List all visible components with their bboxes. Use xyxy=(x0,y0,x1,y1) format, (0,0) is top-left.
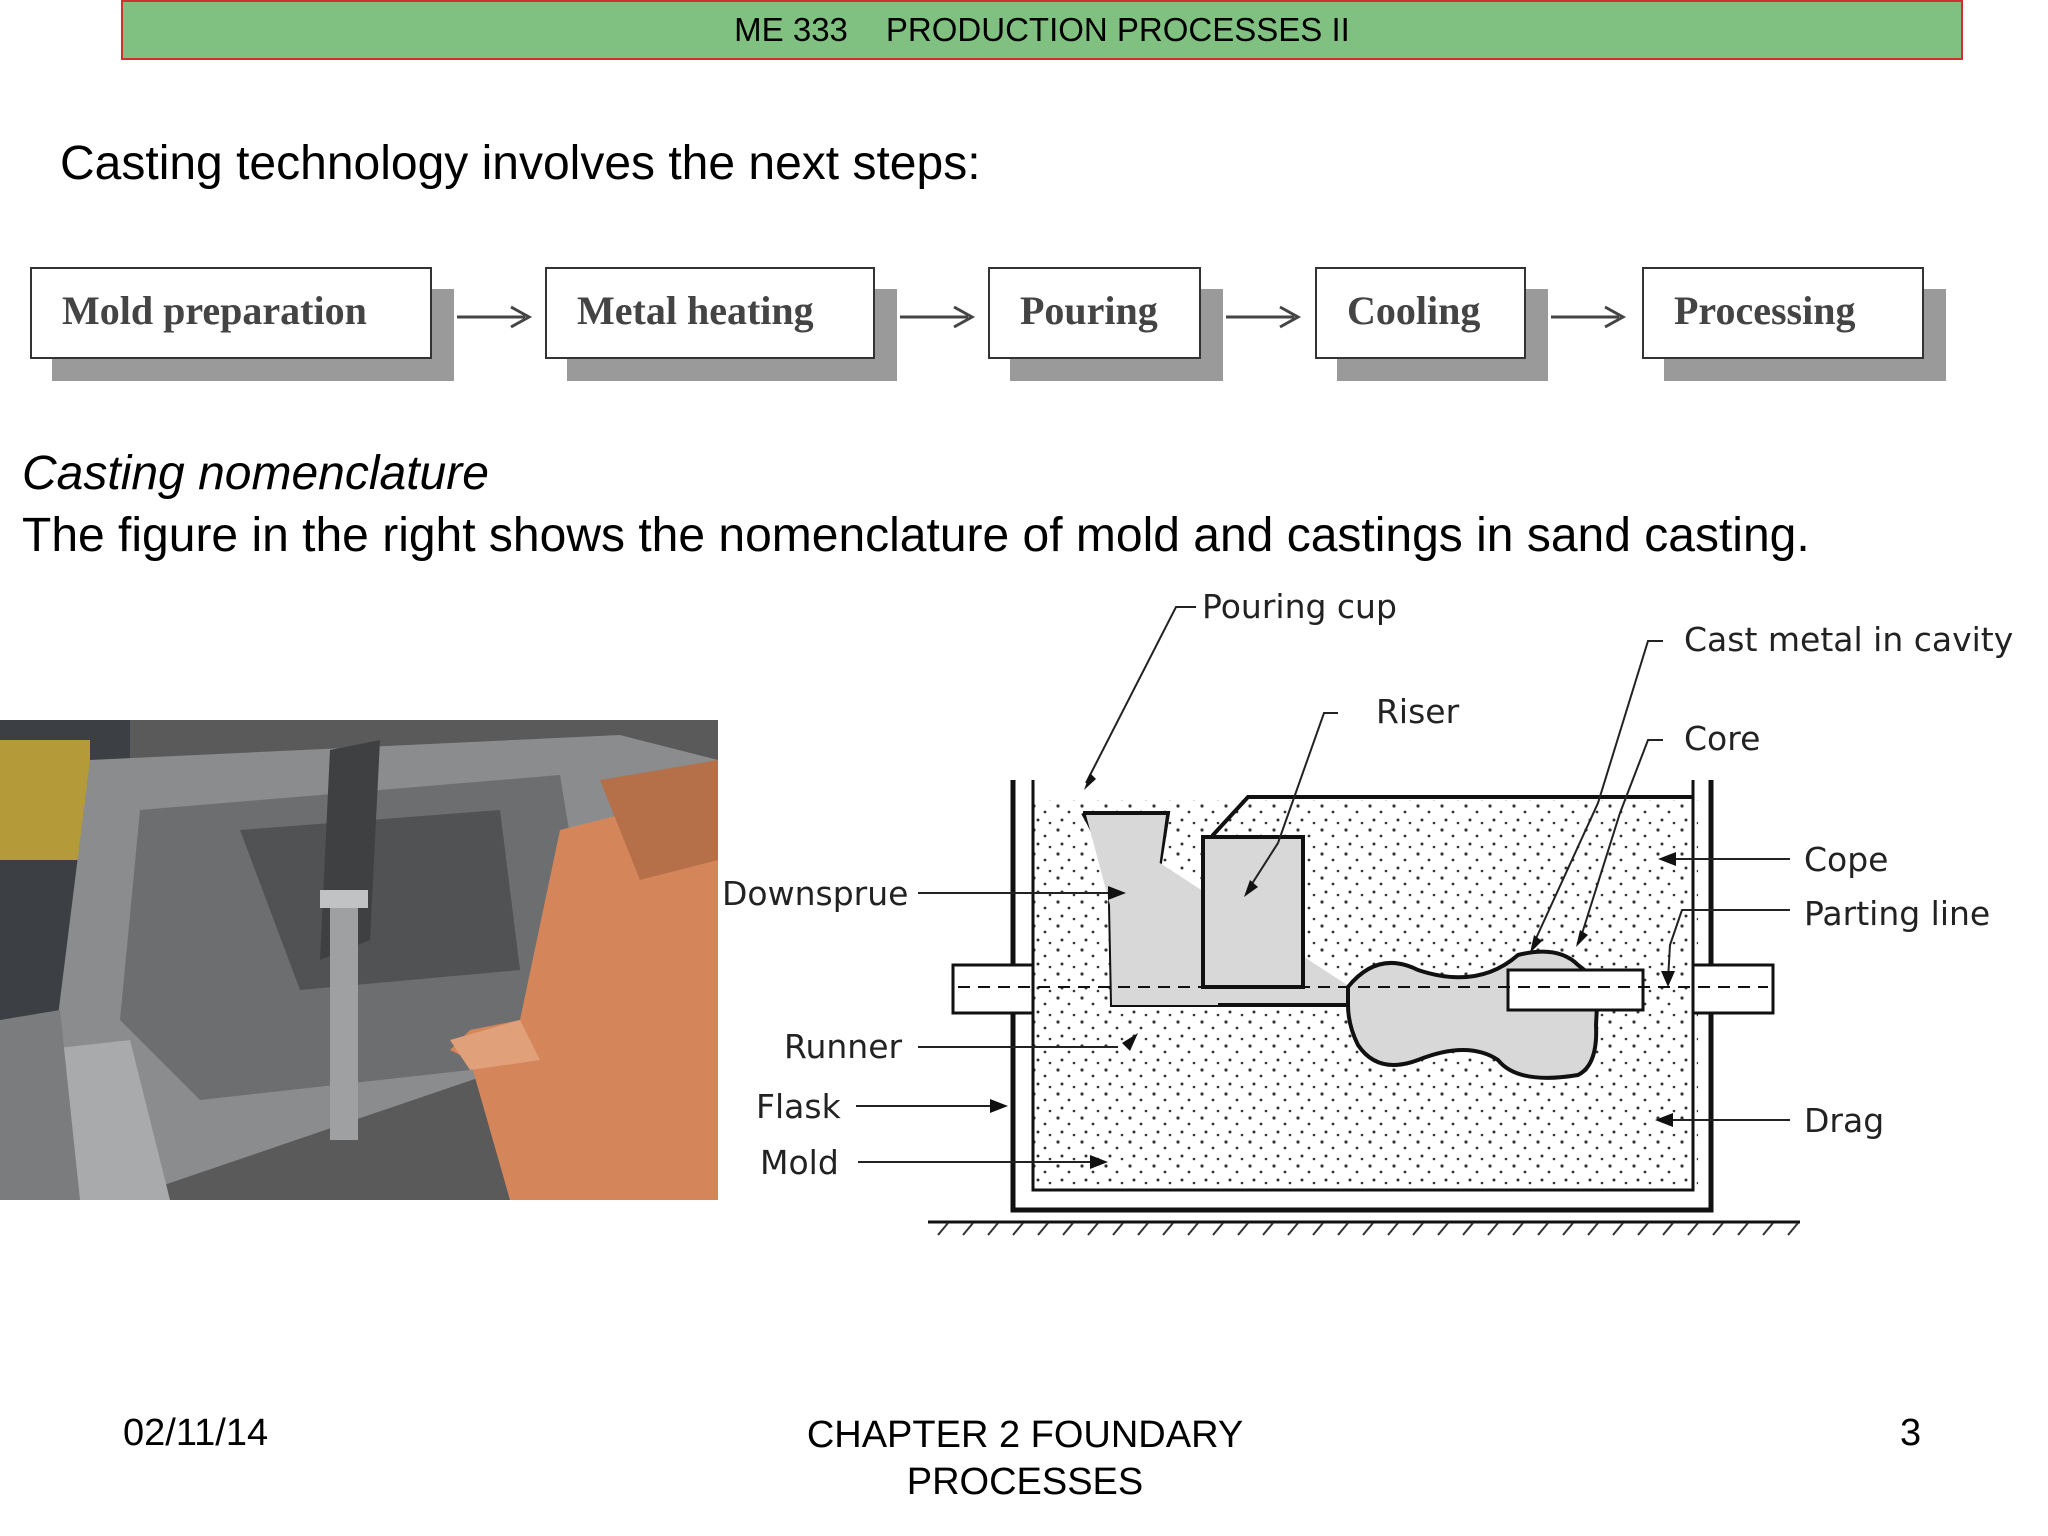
label-runner: Runner xyxy=(784,1027,902,1066)
process-steps-flow: Mold preparation Metal heating Pouring C… xyxy=(0,255,2048,395)
step-processing: Processing xyxy=(1642,267,1946,381)
step-label: Mold preparation xyxy=(30,267,432,359)
label-downsprue: Downsprue xyxy=(722,874,908,913)
step-metal-heating: Metal heating xyxy=(545,267,897,381)
sand-casting-photo xyxy=(0,720,718,1200)
arrow-right-icon xyxy=(1551,305,1627,329)
arrow-right-icon xyxy=(1226,305,1302,329)
label-mold: Mold xyxy=(760,1143,839,1182)
step-label: Pouring xyxy=(988,267,1201,359)
arrow-right-icon xyxy=(900,305,976,329)
label-riser: Riser xyxy=(1376,692,1460,731)
section-description: The figure in the right shows the nomenc… xyxy=(22,509,1810,562)
course-title: PRODUCTION PROCESSES II xyxy=(885,11,1350,48)
label-cope: Cope xyxy=(1804,840,1888,879)
course-header-banner: ME 333 PRODUCTION PROCESSES II xyxy=(121,0,1963,60)
footer-date: 02/11/14 xyxy=(123,1412,269,1454)
label-core: Core xyxy=(1684,719,1760,758)
label-flask: Flask xyxy=(756,1087,842,1126)
sand-casting-diagram: Pouring cup Cast metal in cavity Riser C… xyxy=(722,587,2013,1236)
step-label: Cooling xyxy=(1315,267,1526,359)
course-code: ME 333 xyxy=(734,11,848,48)
step-cooling: Cooling xyxy=(1315,267,1548,381)
label-cast-metal: Cast metal in cavity xyxy=(1684,620,2013,659)
step-label: Processing xyxy=(1642,267,1924,359)
section-subtitle: Casting nomenclature xyxy=(22,447,489,500)
step-label: Metal heating xyxy=(545,267,875,359)
label-pouring-cup: Pouring cup xyxy=(1202,587,1397,626)
intro-text: Casting technology involves the next ste… xyxy=(60,137,981,190)
arrow-right-icon xyxy=(457,305,533,329)
label-parting-line: Parting line xyxy=(1804,894,1990,933)
footer-chapter: CHAPTER 2 FOUNDARY PROCESSES xyxy=(806,1414,1244,1503)
step-mold-preparation: Mold preparation xyxy=(30,267,454,381)
step-pouring: Pouring xyxy=(988,267,1223,381)
label-drag: Drag xyxy=(1804,1101,1884,1140)
footer-page-number: 3 xyxy=(1900,1412,1922,1454)
